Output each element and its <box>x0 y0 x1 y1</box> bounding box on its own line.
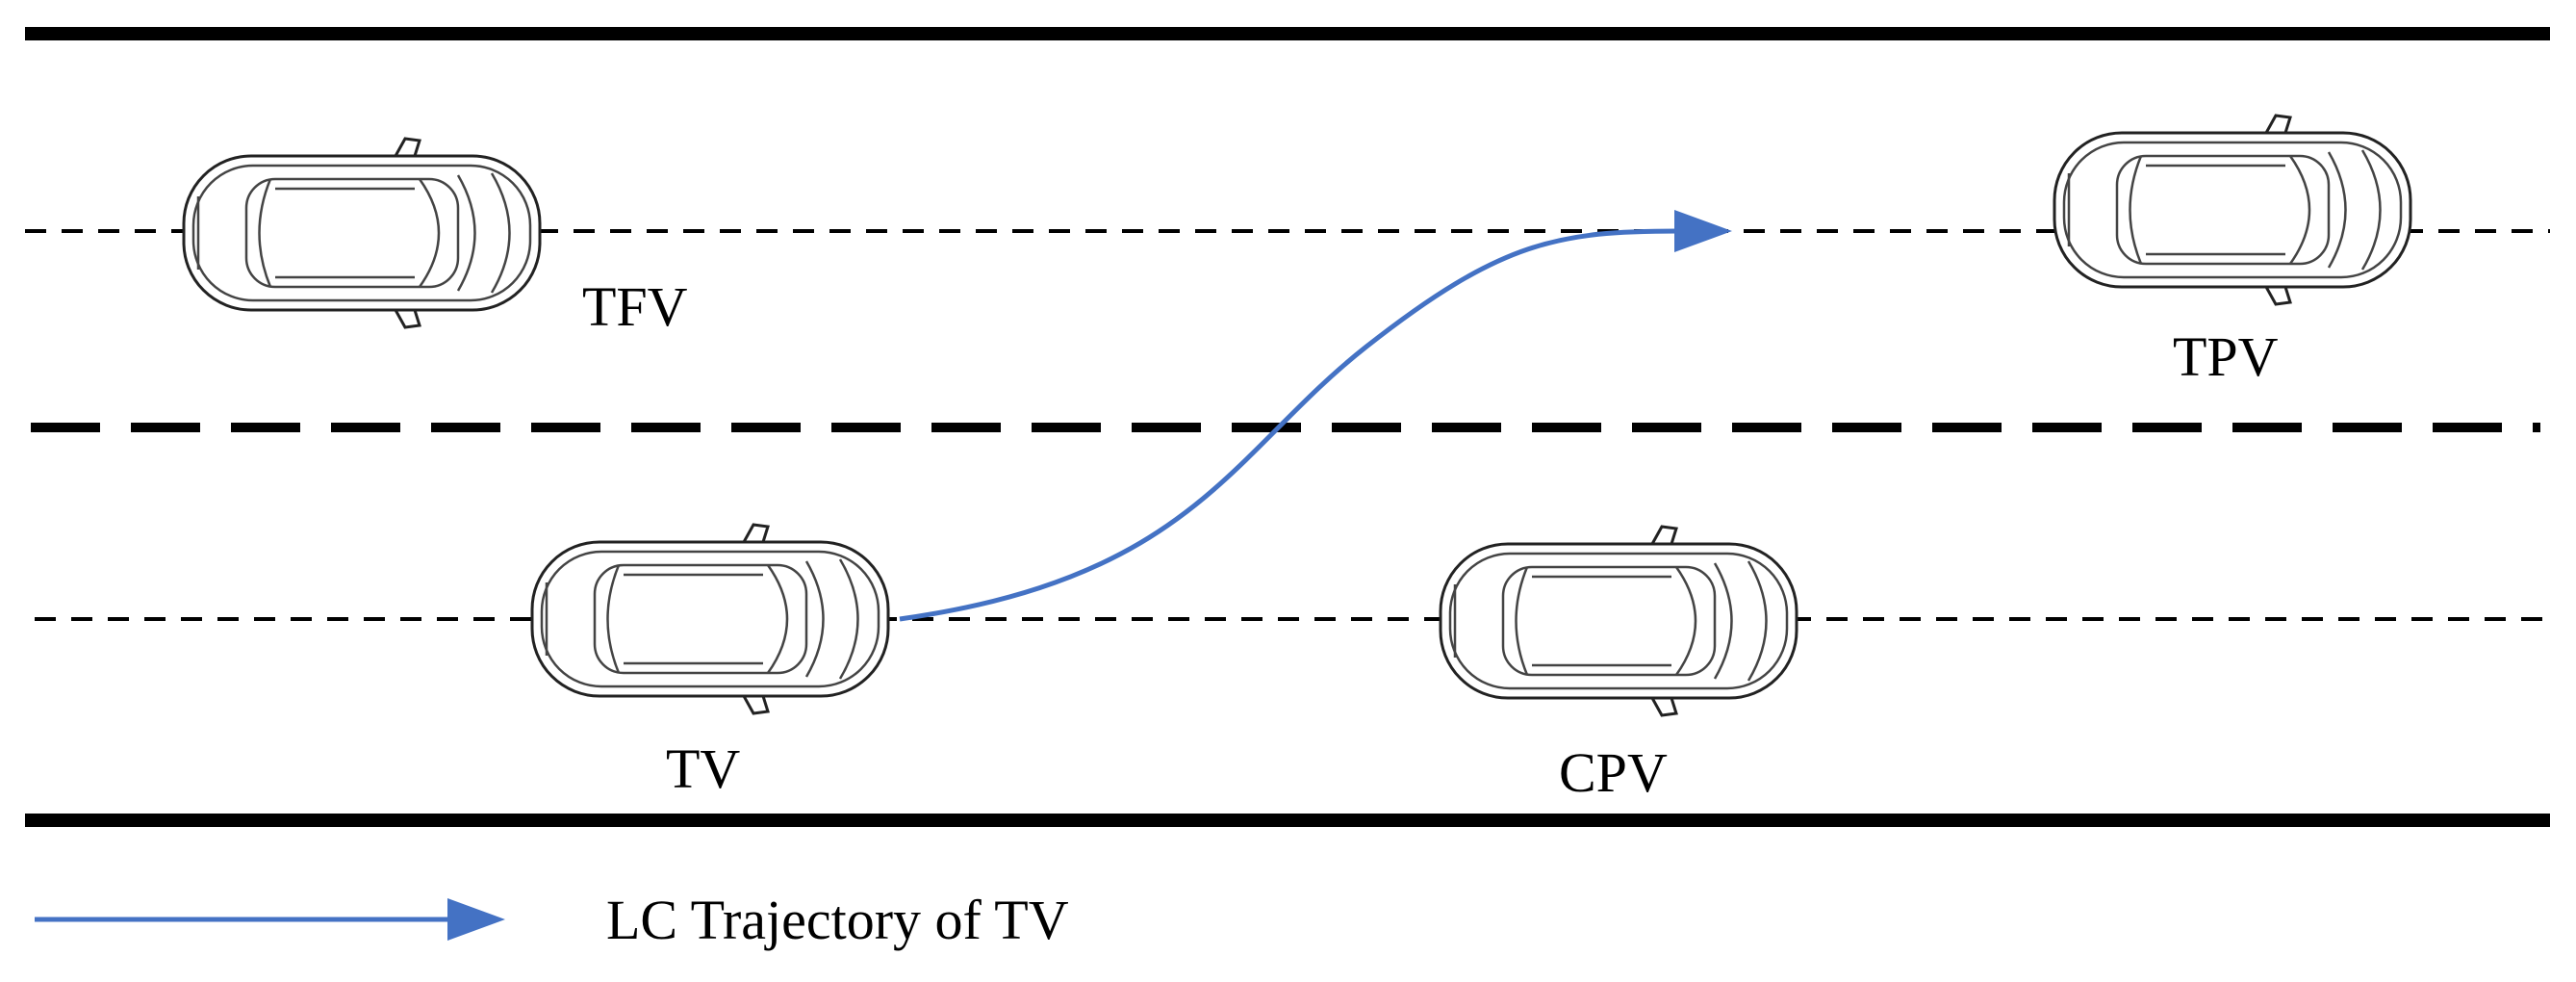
legend: LC Trajectory of TV <box>35 889 1069 951</box>
car-tv-icon <box>530 523 890 715</box>
legend-label: LC Trajectory of TV <box>606 889 1069 951</box>
car-tpv-icon <box>2053 114 2412 306</box>
trajectory-arrowhead-icon <box>1674 210 1732 252</box>
label-tv: TV <box>666 737 740 800</box>
legend-arrowhead-icon <box>447 898 505 941</box>
lane-change-trajectory <box>899 228 1680 622</box>
label-tfv: TFV <box>582 275 688 338</box>
car-tfv-icon <box>182 137 542 329</box>
label-cpv: CPV <box>1559 741 1668 804</box>
label-tpv: TPV <box>2173 325 2279 388</box>
car-cpv-icon <box>1439 525 1798 717</box>
